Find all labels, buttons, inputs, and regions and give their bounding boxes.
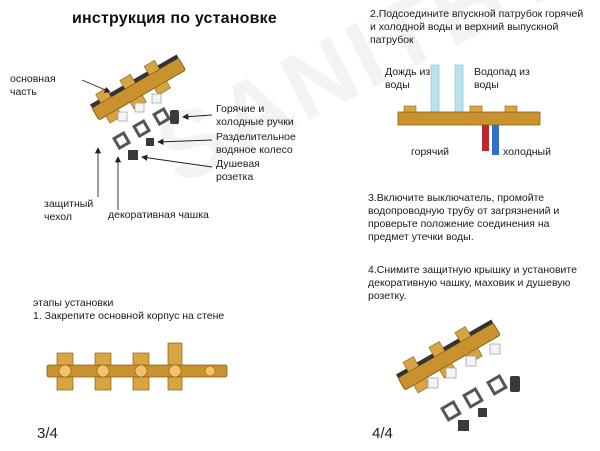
rain-pipe bbox=[430, 64, 440, 114]
cold-pipe bbox=[492, 125, 499, 155]
label-handles: Горячие и холодные ручки bbox=[216, 103, 294, 128]
page-number-right: 4/4 bbox=[372, 425, 393, 442]
valve-body bbox=[90, 54, 186, 124]
label-main-body: основная часть bbox=[10, 73, 56, 98]
decor-cups bbox=[112, 107, 172, 151]
label-waterfall: Водопад из воды bbox=[474, 66, 530, 91]
handles bbox=[128, 110, 179, 160]
label-hot: горячий bbox=[411, 146, 450, 158]
label-diverter: Разделительное водяное колесо bbox=[216, 131, 296, 156]
label-decor-cup: декоративная чашка bbox=[108, 209, 209, 221]
step-4-text: 4.Снимите защитную крышку и установите д… bbox=[368, 264, 577, 302]
assembly-exploded-top bbox=[81, 54, 213, 210]
protective-covers bbox=[117, 93, 162, 122]
label-cold: холодный bbox=[503, 146, 551, 158]
stages-heading: этапы установки bbox=[33, 297, 114, 309]
step-2-text: 2.Подсоедините впускной патрубок горячей… bbox=[370, 8, 584, 46]
label-shower-socket: Душевая розетка bbox=[216, 158, 260, 183]
arrow-main-body bbox=[81, 79, 111, 93]
page-title: инструкция по установке bbox=[72, 10, 277, 27]
label-protective-cover: защитный чехол bbox=[44, 198, 94, 223]
step-1-text: 1. Закрепите основной корпус на стене bbox=[33, 310, 225, 322]
label-rain: Дождь из воды bbox=[385, 66, 431, 91]
valve-body-step2 bbox=[397, 111, 541, 126]
valve-body-step1 bbox=[46, 342, 228, 391]
arrow-diverter bbox=[157, 138, 213, 145]
arrow-shower-socket bbox=[141, 154, 213, 168]
piping-step2 bbox=[397, 64, 541, 155]
waterfall-pipe bbox=[454, 64, 464, 114]
arrow-handles bbox=[182, 113, 213, 120]
page-number-left: 3/4 bbox=[37, 425, 58, 442]
hot-pipe bbox=[482, 125, 489, 151]
step-3-text: 3.Включите выключатель, промойте водопро… bbox=[368, 192, 560, 243]
assembly-exploded-bottom bbox=[396, 319, 520, 431]
